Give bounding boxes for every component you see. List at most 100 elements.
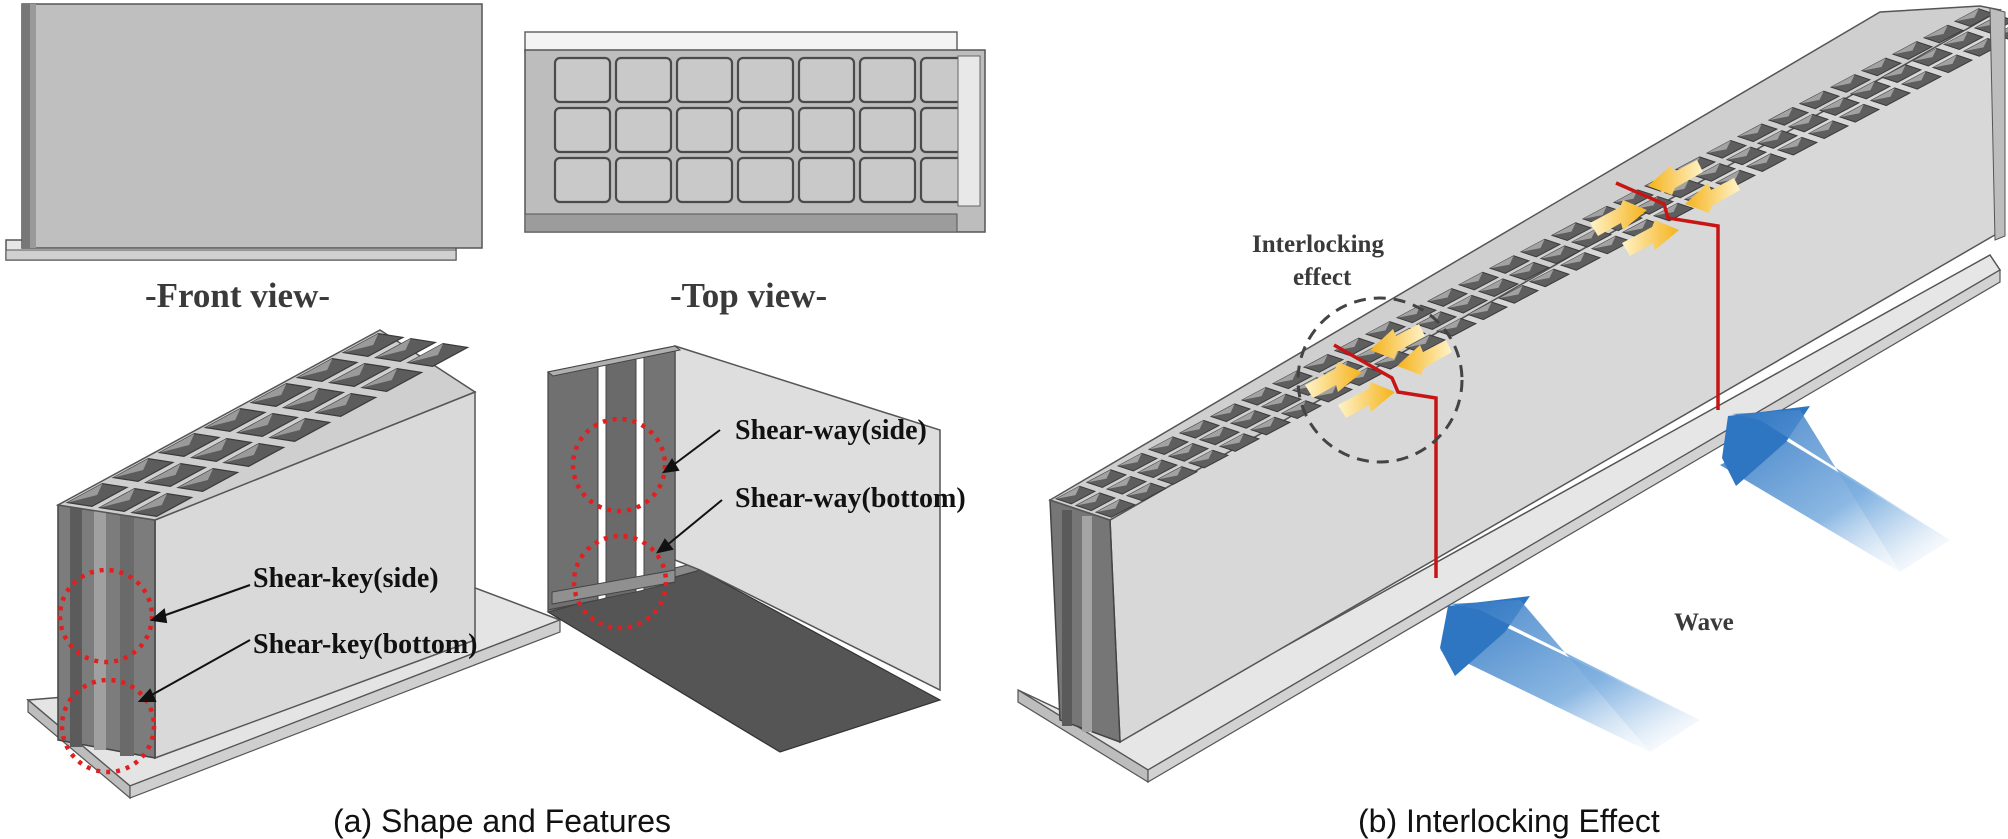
- wall-cell-shade: [1459, 272, 1483, 285]
- wall-cell-shade: [1696, 163, 1720, 177]
- wall-cell: [1931, 54, 1974, 74]
- wall-cell-shade: [1676, 156, 1700, 170]
- wall-cell: [1364, 321, 1407, 340]
- top-cell: [858, 106, 917, 154]
- interlock-arrows-joint1: [1305, 324, 1452, 418]
- top-cell: [614, 56, 673, 104]
- shear-key-side-label: Shear-key(side): [253, 563, 439, 594]
- wall-cell-shade: [1831, 74, 1855, 88]
- block-cell-shade: [178, 468, 214, 488]
- block-cell-shade: [297, 358, 333, 378]
- top-cell: [858, 156, 917, 204]
- interlocking-effect-label: effect: [1293, 264, 1352, 291]
- caption-a: (a) Shape and Features: [333, 803, 671, 839]
- block-cell-shade: [362, 368, 398, 388]
- wall-cell-shade: [1614, 189, 1638, 203]
- shear-way-end-view: [546, 344, 942, 753]
- shear-key-leaders: [137, 584, 251, 702]
- block-cell-shade: [132, 493, 168, 513]
- interlocking-label: Interlocking: [1252, 231, 1384, 258]
- top-cell: [797, 156, 856, 204]
- wall-cell-shade: [1809, 120, 1833, 134]
- top-cell: [614, 106, 673, 154]
- wall-cell-shade: [1758, 130, 1782, 144]
- block-cell-shade: [113, 458, 149, 478]
- wall-cell-shade: [1707, 140, 1731, 154]
- wall-cell-shade: [1096, 499, 1120, 513]
- wall-cell-shade: [1747, 153, 1771, 167]
- wall-cell: [1559, 252, 1602, 271]
- wall-cell-shade: [1397, 305, 1421, 318]
- wall-cell-shade: [1251, 417, 1275, 430]
- wall-cell-shade: [1933, 55, 1957, 68]
- block-cell: [130, 492, 194, 518]
- wall-cell-shade: [1375, 351, 1399, 364]
- wall-cell-shade: [1220, 433, 1244, 447]
- wall-cell-shade: [1304, 354, 1328, 368]
- top-cell: [675, 56, 734, 104]
- wall-cell-shade: [1893, 41, 1917, 55]
- front-view-label: -Front view-: [145, 276, 330, 315]
- top-view-cells: [553, 56, 978, 204]
- top-cell: [736, 106, 795, 154]
- block-cell-shade: [329, 363, 365, 383]
- wall-cell-shade: [1769, 107, 1793, 121]
- wall-cell-shade: [1541, 245, 1565, 259]
- block-cell-shade: [224, 443, 260, 463]
- shear-way-side-label: Shear-way(side): [735, 415, 927, 446]
- wall-cell: [1446, 294, 1489, 314]
- block-cell-shade: [191, 438, 227, 458]
- wall-cell-shade: [1107, 476, 1131, 490]
- wall-cell: [1198, 426, 1241, 446]
- wall-cell-shade: [1149, 436, 1173, 450]
- joint-lines: [1333, 181, 1720, 578]
- top-cell: [736, 56, 795, 104]
- wall-cell-shade: [1840, 104, 1864, 117]
- wall-cell-shade: [1634, 196, 1658, 210]
- wall-cell-shade: [1552, 222, 1576, 236]
- wall-cell-shade: [1924, 25, 1948, 38]
- block-cell-shade: [99, 488, 135, 508]
- block-cell-shade: [316, 393, 352, 413]
- wall-cell-shade: [1138, 460, 1162, 473]
- top-cell: [553, 106, 612, 154]
- block-cell-shade: [408, 343, 444, 363]
- wall-cell-shade: [1820, 97, 1844, 111]
- shear-key-bottom-circle: [59, 677, 157, 775]
- shear-way-leaders: [655, 429, 723, 554]
- wall-cell-shade: [1169, 443, 1193, 457]
- shear-key-bottom-label: Shear-key(bottom): [253, 629, 477, 660]
- wall-cell: [1528, 268, 1571, 288]
- top-cell: [553, 56, 612, 104]
- wall-cell-shade: [1716, 170, 1740, 183]
- wall-cell-shade: [1592, 236, 1616, 249]
- wall-cell-shade: [1437, 318, 1461, 332]
- top-cell: [736, 156, 795, 204]
- wall-cell-shade: [1561, 252, 1585, 266]
- top-cell: [675, 106, 734, 154]
- wall-cell-shade: [1975, 15, 1999, 28]
- wall-cell-shade: [1118, 453, 1142, 466]
- wall-cell: [1085, 469, 1128, 488]
- wall-cell-shade: [1417, 311, 1441, 325]
- interlock-arrows-joint2: [1590, 160, 1740, 256]
- wall-cell-shade: [1366, 321, 1390, 335]
- top-view-drawing: [524, 31, 986, 233]
- wall-cell: [1725, 146, 1768, 166]
- wall-cell-shade: [1158, 466, 1182, 480]
- wall-cell-shade: [1490, 255, 1514, 269]
- block-cell-shade: [145, 463, 181, 483]
- wall-cell-shade: [1076, 492, 1100, 506]
- wall-cell-shade: [1685, 186, 1709, 200]
- wall-cell-shade: [1087, 469, 1111, 483]
- wall-cell-shade: [1530, 269, 1554, 282]
- wall-cell-shade: [1871, 87, 1895, 101]
- wall-cell-shade: [1479, 278, 1503, 292]
- interlocked-breakwater: [1017, 5, 2008, 784]
- wall-cell-shade: [1355, 344, 1379, 358]
- wave-arrows: [1440, 406, 1950, 752]
- wall-cell-shade: [1242, 387, 1266, 401]
- wall-cell-shade: [1789, 114, 1813, 127]
- wall-cell-shade: [1406, 334, 1430, 348]
